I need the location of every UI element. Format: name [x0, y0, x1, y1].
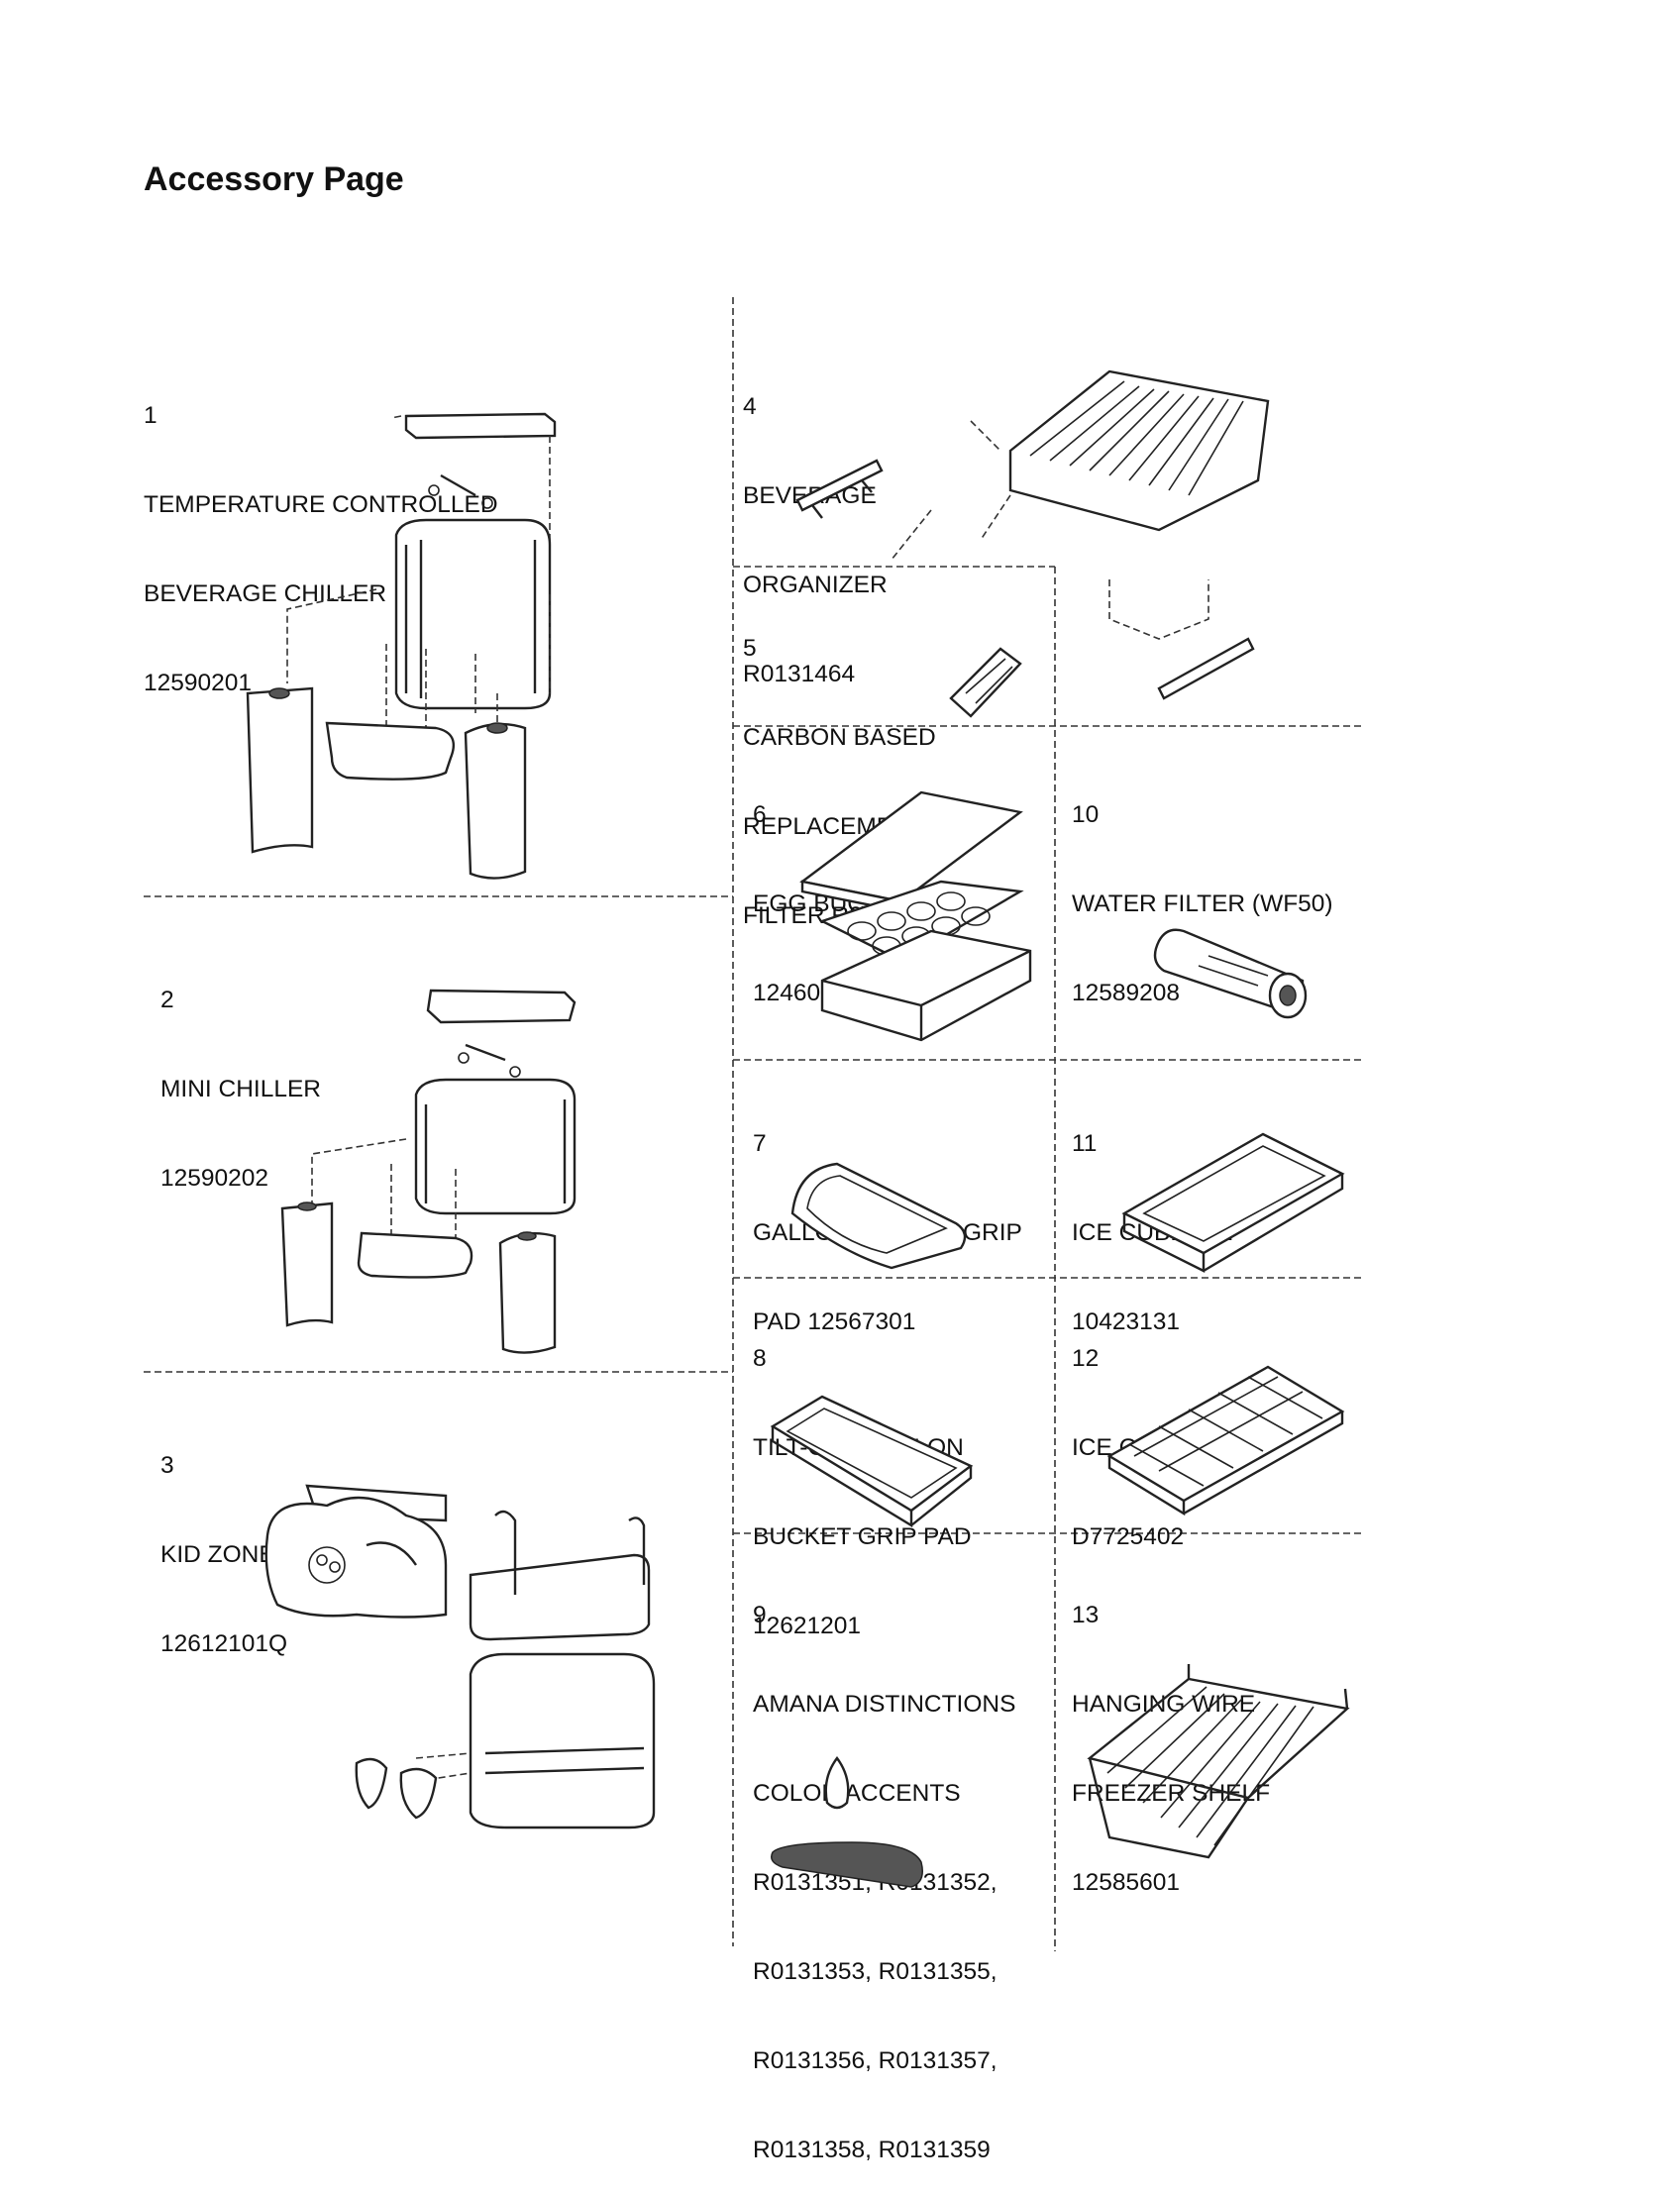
egg-bucket-illustration — [799, 790, 1032, 1042]
wire-freezer-shelf-illustration — [1087, 1664, 1350, 1859]
part-name-line: HANGING WIRE — [1072, 1691, 1256, 1718]
part-name-line: CARBON BASED — [743, 724, 936, 751]
part-name-line: AMANA DISTINCTIONS — [753, 1691, 1016, 1718]
part-label-7: 7 GALLON BUCKET GRIP PAD 12567301 — [753, 1070, 1022, 1367]
part-name-line: BUCKET GRIP PAD — [753, 1523, 972, 1550]
beverage-organizer-illustration — [795, 369, 1270, 700]
part-name-line: KID ZONE — [160, 1541, 275, 1568]
part-number-index: 13 — [1072, 1602, 1100, 1628]
part-code: 12589208 — [1072, 980, 1181, 1006]
part-label-1: 1 TEMPERATURE CONTROLLED BEVERAGE CHILLE… — [144, 342, 498, 728]
mini-chiller-illustration — [280, 989, 577, 1354]
ice-cube-bin-illustration — [1121, 1132, 1345, 1273]
part-name-line: R0131353, R0131355, — [753, 1958, 998, 1985]
part-name-line: COLOR ACCENTS — [753, 1780, 961, 1807]
kid-zone-illustration — [264, 1484, 656, 1829]
part-number-index: 11 — [1072, 1130, 1098, 1157]
part-code: 12590202 — [160, 1165, 269, 1192]
part-code: 12590201 — [144, 670, 253, 696]
part-name-line: R0131358, R0131359 — [753, 2137, 991, 2163]
part-number-index: 3 — [160, 1452, 174, 1479]
part-name-line: MINI CHILLER — [160, 1076, 322, 1102]
part-name-line: ORGANIZER — [743, 572, 888, 598]
tilt-out-grip-pad-illustration — [770, 1395, 974, 1528]
part-code: 10423131 — [1072, 1308, 1181, 1335]
part-name-line: R0131356, R0131357, — [753, 2047, 998, 2074]
part-number-index: 7 — [753, 1130, 767, 1157]
part-name-line: PAD 12567301 — [753, 1308, 916, 1335]
beverage-chiller-illustration — [246, 412, 557, 880]
part-label-9: 9 AMANA DISTINCTIONS COLOR ACCENTS R0131… — [753, 1541, 1015, 2195]
part-number-index: 10 — [1072, 801, 1100, 828]
part-label-2: 2 MINI CHILLER 12590202 — [160, 926, 321, 1223]
part-code: 12621201 — [753, 1613, 862, 1639]
air-filter-illustration — [949, 647, 1022, 718]
part-name-line: WATER FILTER (WF50) — [1072, 890, 1333, 917]
part-label-8: 8 TILT-OUT GALLON BUCKET GRIP PAD 126212… — [753, 1285, 972, 1671]
color-accents-illustration — [771, 1755, 923, 1888]
part-number-index: 9 — [753, 1602, 767, 1628]
part-number-index: 5 — [743, 635, 757, 662]
part-name-line: BEVERAGE CHILLER — [144, 580, 387, 607]
water-filter-illustration — [1153, 928, 1308, 1019]
part-number-index: 6 — [753, 801, 767, 828]
part-code: 12585601 — [1072, 1869, 1181, 1896]
part-number-index: 2 — [160, 987, 174, 1013]
page-title: Accessory Page — [144, 160, 404, 198]
part-name-line: TEMPERATURE CONTROLLED — [144, 491, 498, 518]
part-label-10: 10 WATER FILTER (WF50) 12589208 — [1072, 741, 1333, 1038]
part-code: R0131464 — [743, 661, 856, 687]
part-number-index: 12 — [1072, 1345, 1100, 1372]
part-number-index: 1 — [144, 402, 158, 429]
part-code: D7725402 — [1072, 1523, 1185, 1550]
part-number-index: 4 — [743, 393, 757, 420]
ice-cube-tray-illustration — [1106, 1365, 1345, 1516]
part-label-3: 3 KID ZONE 12612101Q — [160, 1392, 287, 1689]
grip-pad-illustration — [790, 1162, 967, 1270]
part-code: 12612101Q — [160, 1630, 288, 1657]
part-number-index: 8 — [753, 1345, 767, 1372]
